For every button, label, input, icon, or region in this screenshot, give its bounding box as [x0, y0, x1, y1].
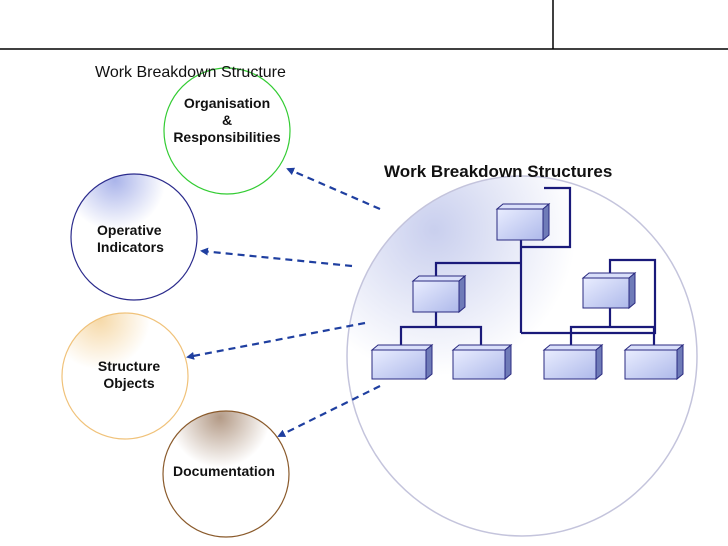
- structure-objects-label: Structure Objects: [91, 358, 167, 392]
- documentation-label-line-1: Documentation: [173, 463, 275, 479]
- wbs-heading: Work Breakdown Structures: [384, 162, 613, 181]
- organisation-label-line-3: Responsibilities: [173, 129, 281, 145]
- operative-indicators-label-line-1: Operative: [97, 222, 162, 238]
- organisation-label: Organisation & Responsibilities: [160, 95, 294, 146]
- wbs-box-root: [495, 202, 551, 242]
- organisation-label-line-1: Organisation: [183, 95, 271, 111]
- arrow-to-documentation: [277, 385, 381, 437]
- wbs-box-level3-1: [370, 343, 434, 381]
- operative-indicators-circle: [70, 173, 198, 301]
- tree-boxes: [370, 202, 685, 381]
- arrow-to-operative-indicators: [200, 247, 353, 268]
- documentation-label: Documentation: [173, 463, 275, 480]
- structure-objects-label-line-1: Structure: [97, 358, 161, 374]
- organisation-circle: [163, 67, 291, 195]
- wbs-box-level3-3: [542, 343, 604, 381]
- wbs-box-level2-right: [581, 271, 637, 310]
- operative-indicators-label: Operative Indicators: [97, 222, 164, 256]
- wbs-box-level3-4: [623, 343, 685, 381]
- documentation-circle: [162, 410, 290, 538]
- arrow-to-structure-objects: [186, 321, 366, 360]
- wbs-box-level3-2: [451, 343, 513, 381]
- wbs-box-level2-left: [411, 274, 467, 314]
- tree-connectors: [399, 186, 657, 348]
- organisation-label-line-2: &: [221, 112, 233, 128]
- structure-objects-circle: [61, 312, 189, 440]
- operative-indicators-label-line-2: Indicators: [97, 239, 164, 255]
- arrows: [186, 167, 381, 437]
- arrow-to-organisation: [286, 167, 381, 211]
- page-title: Work Breakdown Structure: [95, 64, 286, 81]
- structure-objects-label-line-2: Objects: [103, 375, 155, 391]
